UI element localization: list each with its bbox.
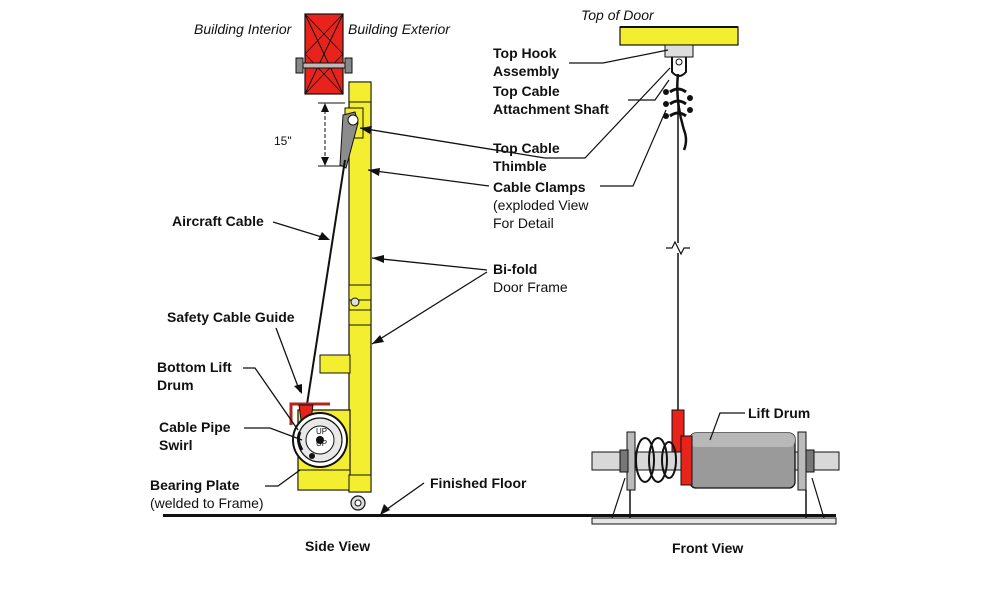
dim-15-label: 15" xyxy=(274,134,292,148)
top-cable-thimble-label-1: Top Cable xyxy=(493,140,560,156)
top-hook-assembly xyxy=(664,44,694,77)
dimension-15in xyxy=(318,102,345,167)
front-lift-drum xyxy=(591,431,840,519)
building-header xyxy=(295,13,353,95)
building-exterior-label: Building Exterior xyxy=(348,21,451,37)
cable-pipe-label-1: Cable Pipe xyxy=(159,419,231,435)
cross-leaders xyxy=(359,127,546,345)
lift-drum-label: Lift Drum xyxy=(748,405,810,421)
cable-clamps-label-2: (exploded View xyxy=(493,197,589,213)
top-cable-thimble-label-2: Thimble xyxy=(493,158,547,174)
bifold-label-2: Door Frame xyxy=(493,279,568,295)
building-interior-label: Building Interior xyxy=(194,21,293,37)
side-leaders xyxy=(243,221,425,513)
aircraft-cable-label: Aircraft Cable xyxy=(172,213,264,229)
bottom-lift-drum xyxy=(292,412,348,468)
bifold-label-1: Bi-fold xyxy=(493,261,537,277)
top-cable-shaft-label-2: Attachment Shaft xyxy=(493,101,609,117)
bearing-plate-label-2: (welded to Frame) xyxy=(150,495,264,511)
bearing-plate-label-1: Bearing Plate xyxy=(150,477,240,493)
safety-cable-guide-label: Safety Cable Guide xyxy=(167,309,295,325)
finished-floor-line xyxy=(163,514,836,517)
front-view xyxy=(545,26,840,525)
top-of-door-header xyxy=(619,26,739,46)
up-label-2: UP xyxy=(316,439,327,448)
top-hook-label-1: Top Hook xyxy=(493,45,557,61)
side-arrowheads xyxy=(294,232,390,515)
bottom-lift-label-2: Drum xyxy=(157,377,194,393)
bottom-lift-label-1: Bottom Lift xyxy=(157,359,232,375)
front-view-caption: Front View xyxy=(672,540,743,556)
cross-arrowheads xyxy=(360,126,384,344)
finished-floor-label: Finished Floor xyxy=(430,475,527,491)
aircraft-cable xyxy=(302,159,346,431)
cable-clamps-label-1: Cable Clamps xyxy=(493,179,586,195)
top-of-door-label: Top of Door xyxy=(581,7,655,23)
side-view: UP UP xyxy=(163,13,836,517)
top-hook-label-2: Assembly xyxy=(493,63,559,79)
top-cable-shaft-label-1: Top Cable xyxy=(493,83,560,99)
cable-clamps-label-3: For Detail xyxy=(493,215,554,231)
front-leaders xyxy=(545,49,745,441)
cable-pipe-label-2: Swirl xyxy=(159,437,192,453)
up-label-1: UP xyxy=(316,427,327,436)
cable-break-symbol xyxy=(666,240,690,256)
top-cable-thimble xyxy=(339,111,359,169)
side-view-caption: Side View xyxy=(305,538,370,554)
front-floor xyxy=(591,517,837,525)
